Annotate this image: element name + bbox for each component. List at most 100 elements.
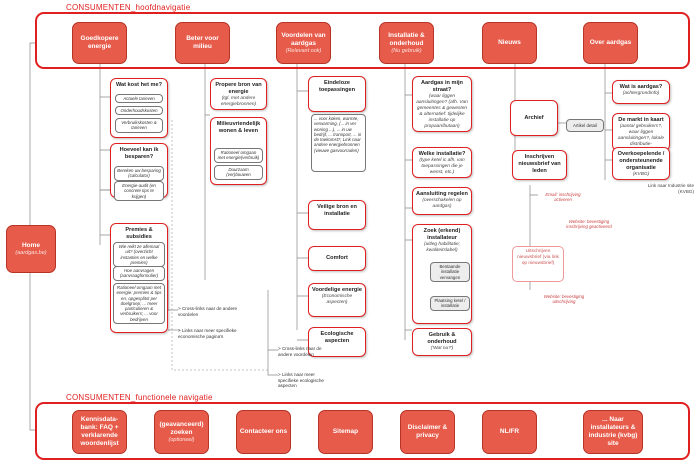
card-uitschrijven-nieuwsbrief[interactable]: Uitschrijven nieuwsbrief (via link op ni… (512, 246, 564, 282)
card-propere-bron[interactable]: Propere bron van energie (tgl. met ander… (210, 78, 267, 110)
card-title: Hoeveel kan ik besparen? (119, 147, 159, 160)
card-title: Comfort (326, 255, 348, 261)
nav-label: Voordelen van aardgas (281, 31, 326, 47)
card-title: Veilige bron en installatie (317, 204, 357, 217)
note-bevestiging-inschrijving: Website: bevestiging inschrijving geacti… (566, 219, 612, 230)
card-aardgas-in-straat[interactable]: Aardgas in mijn straat? (waar liggen aan… (412, 76, 472, 132)
card-title: Premies & subsidies (125, 227, 153, 240)
card-voordelige-energie[interactable]: Voordelige energie (Economische aspecten… (308, 283, 366, 317)
nav-label: Goedkopere energie (80, 35, 119, 50)
card-title: Overkoepelende / ondersteunende organisa… (617, 151, 665, 171)
card-wat-is-aardgas[interactable]: Wat is aardgas? (achtergrondinfo) (612, 80, 670, 104)
nav-goedkopere-energie[interactable]: Goedkopere energie (72, 22, 127, 64)
home-sublabel: (aardgas.be) (15, 249, 47, 256)
nav-voordelen-van-aardgas[interactable]: Voordelen van aardgas (Relevant ook) (276, 22, 331, 64)
card-desc: ('Wat nu?') (430, 345, 454, 351)
nav-label: (geavanceerd) zoeken (159, 420, 204, 436)
card-title: Propere bron van energie (215, 82, 262, 95)
nav-label: Disclaimer & privacy (407, 424, 448, 439)
card-title: Archief (524, 114, 544, 121)
card-overkoepelende-organisatie[interactable]: Overkoepelende / ondersteunende organisa… (612, 147, 670, 180)
subcard-instanties[interactable]: Wie reikt ze allemaal uit? (overzicht in… (113, 242, 165, 268)
card-desc: (achtergrondinfo) (622, 90, 660, 96)
card-title: Gebruik & onderhoud (427, 332, 457, 345)
nav-sublabel: (Relevant ook) (285, 47, 322, 54)
nav-label: Nieuws (498, 39, 521, 47)
card-desc: (overschakelen op aardgas) (422, 197, 462, 209)
subcard-actuele-tarieven[interactable]: Actuele tarieven (115, 94, 163, 104)
card-title: Zoek (erkend) installateur (423, 228, 461, 241)
card-title: Ecologische aspecten (320, 331, 354, 344)
nav-sublabel: (optioneel) (168, 436, 195, 443)
note-links-ecologisch: > Links naar meer specifieke ecologische… (278, 372, 324, 389)
card-title: De markt in kaart (618, 117, 664, 123)
card-desc: (uitleg habilitatie; kwaliteitslabel) (424, 241, 460, 253)
subcard-rationeel-premies[interactable]: Rationeel omgaan met energie: premies & … (113, 283, 165, 324)
nav-disclaimer-privacy[interactable]: Disclaimer & privacy (400, 410, 455, 454)
card-desc: (type ketel ic afh. van toepassingen die… (419, 157, 465, 175)
nav-kennisdatabank[interactable]: Kennisdata-bank: FAQ + verklarende woord… (72, 410, 127, 454)
subcard-toepassingen-list: ... voor koken, warmte, verwarming, (...… (311, 114, 366, 172)
nav-nl-fr[interactable]: NL/FR (482, 410, 537, 454)
card-title: Aardgas in mijn straat? (421, 80, 463, 93)
nav-label: Beter voor milieu (186, 35, 219, 50)
card-title: Welke installatie? (418, 151, 466, 157)
functional-navigation-title: CONSUMENTEN_functionele navigatie (66, 393, 213, 402)
note-email-activeren: Email: inschrijving activeren (545, 192, 581, 203)
subcard-energie-audit[interactable]: Energie-audit (en concrete tips te krijg… (114, 181, 164, 201)
card-desc: (tgl. met andere energiebronnen) (220, 95, 257, 107)
nav-over-aardgas[interactable]: Over aardgas (583, 22, 638, 64)
nav-installateurs-industrie[interactable]: ... Naar installateurs & industrie (kvbg… (583, 410, 643, 454)
nav-zoeken[interactable]: (geavanceerd) zoeken (optioneel) (154, 410, 209, 454)
subcard-plaatsing-ketel[interactable]: Plaatsing ketel / installatie (430, 296, 470, 311)
card-gebruik-onderhoud[interactable]: Gebruik & onderhoud ('Wat nu?') (412, 328, 472, 356)
nav-label: Over aardgas (589, 39, 632, 47)
card-title: Eindeloze toepassingen (318, 80, 356, 93)
subcard-bestaande-installatie[interactable]: Bestaande installatie vervangen (430, 262, 470, 282)
subcard-verbruikskosten[interactable]: Verbruikskosten & tarieven (115, 118, 163, 133)
nav-label: Contacteer ons (239, 428, 288, 436)
main-navigation-band (35, 12, 690, 69)
card-title: Milieuvriendelijk wonen & leven (216, 121, 261, 134)
main-navigation-title: CONSUMENTEN_hoofdnavigatie (66, 3, 191, 12)
nav-label: ... Naar installateurs & industrie (kvbg… (588, 416, 638, 447)
card-aansluiting-regelen[interactable]: Aansluiting regelen (overschakelen op aa… (412, 187, 472, 215)
note-link-industrie: Link naar Industrie site (KVBG) (647, 183, 694, 194)
card-comfort[interactable]: Comfort (308, 246, 366, 271)
nav-nieuws[interactable]: Nieuws (482, 22, 537, 64)
note-crosslinks-2: > Cross-links naar de andere voordelen (278, 346, 322, 357)
card-desc: (KVBG) (632, 171, 650, 177)
nav-sitemap[interactable]: Sitemap (318, 410, 373, 454)
functional-navigation-band (35, 402, 690, 460)
nav-sublabel: (Nu gebruik) (391, 47, 422, 54)
card-title: Aansluiting regelen (416, 191, 468, 197)
card-veilige-bron[interactable]: Veilige bron en installatie (308, 200, 366, 230)
nav-contacteer-ons[interactable]: Contacteer ons (236, 410, 291, 454)
nav-label: Kennisdata-bank: FAQ + verklarende woord… (80, 416, 119, 447)
note-links-economisch: > Links naar meer specifieke economische… (178, 328, 237, 339)
nav-label: Sitemap (332, 428, 359, 436)
nav-label: NL/FR (499, 428, 520, 436)
card-markt-in-kaart[interactable]: De markt in kaart (aantal gebruikers?, w… (612, 113, 670, 159)
card-title: Wat kost het me? (115, 82, 163, 88)
subcard-artikel-detail[interactable]: Artikel detail (566, 119, 604, 133)
nav-label: Installatie & onderhoud (388, 31, 425, 47)
subcard-calculator[interactable]: Bereken uw besparing (calculator) (114, 166, 164, 181)
card-title: Inschrijven nieuwsbrief van leden (518, 154, 561, 174)
note-crosslinks-1: > Cross-links naar de andere voordelen (178, 306, 238, 317)
nav-installatie-onderhoud[interactable]: Installatie & onderhoud (Nu gebruik) (379, 22, 434, 64)
subcard-duurzaam[interactable]: Duurzaam (ver)bouwen (214, 165, 263, 180)
card-title: Wat is aardgas? (619, 84, 663, 90)
card-eindeloze-toepassingen[interactable]: Eindeloze toepassingen (308, 76, 366, 112)
card-desc: (waar liggen aansluitingen? (afh. Van ge… (416, 93, 468, 129)
card-archief[interactable]: Archief (510, 100, 558, 136)
card-welke-installatie[interactable]: Welke installatie? (type ketel ic afh. v… (412, 147, 472, 178)
subcard-rationeel-energie[interactable]: Rationeel omgaan met energie(verbruik) (214, 148, 263, 163)
home-button[interactable]: Home (aardgas.be) (6, 225, 56, 273)
subcard-onderhoudskosten[interactable]: Onderhoudskosten (115, 106, 163, 116)
subcard-aanvraag[interactable]: Hoe aanvragen (aanvraagformulier) (113, 266, 165, 281)
card-inschrijven-nieuwsbrief[interactable]: Inschrijven nieuwsbrief van leden (512, 150, 567, 180)
card-desc: (Economische aspecten) (321, 293, 353, 305)
nav-beter-voor-milieu[interactable]: Beter voor milieu (175, 22, 230, 64)
card-ecologische-aspecten[interactable]: Ecologische aspecten (308, 327, 366, 357)
